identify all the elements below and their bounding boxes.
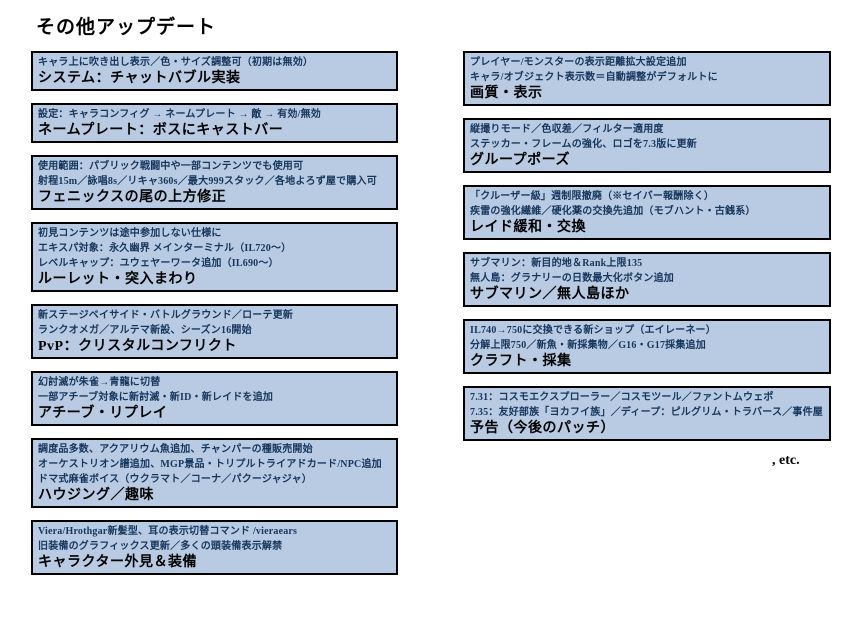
- update-box: 新ステージベイサイド・バトルグラウンド／ローテ更新ランクオメガ／アルテマ新設、シ…: [31, 304, 398, 359]
- update-detail-line: 初見コンテンツは途中参加しない仕様に: [38, 228, 222, 239]
- update-box: 初見コンテンツは途中参加しない仕様にエキスパ対象：永久幽界 メインターミナル（I…: [31, 222, 398, 292]
- update-detail-line: 旧装備のグラフィックス更新／多くの頭装備表示解禁: [38, 541, 283, 552]
- update-heading: ルーレット・突入まわり: [38, 272, 198, 287]
- update-detail-line: 分解上限750／新魚・新採集物／G16・G17採集追加: [470, 340, 706, 351]
- update-detail-line: 調度品多数、アクアリウム魚追加、チャンパーの種販売開始: [38, 444, 313, 455]
- updates-column-right: プレイヤー/モンスターの表示距離拡大設定追加キャラ/オブジェクト表示数＝自動調整…: [463, 51, 831, 453]
- update-detail-line: エキスパ対象：永久幽界 メインターミナル（IL720～）: [38, 243, 292, 254]
- update-heading: クラフト・採集: [470, 354, 572, 369]
- update-detail-line: 新ステージベイサイド・バトルグラウンド／ローテ更新: [38, 310, 294, 321]
- update-detail-line: 一部アチーブ対象に新討滅・新ID・新レイドを追加: [38, 392, 274, 403]
- update-detail-line: 疾雷の強化繊維／硬化薬の交換先追加（モブハント・古銭系）: [470, 206, 756, 217]
- update-detail-line: 7.31：コスモエクスプローラー／コスモツール／ファントムウェポ: [470, 392, 774, 403]
- update-box: キャラ上に吹き出し表示／色・サイズ調整可（初期は無効） システム：チャットバブル実…: [31, 51, 398, 91]
- update-heading: PvP：クリスタルコンフリクト: [38, 339, 237, 354]
- update-detail-line: 「クルーザー級」週制限撤廃（※セイバー報酬除く）: [470, 191, 715, 202]
- update-detail-line: 使用範囲：パブリック戦闘中や一部コンテンツでも使用可: [38, 161, 304, 172]
- update-box: サブマリン：新目的地＆Rank上限135 無人島：グラナリーの日数最大化ボタン追加…: [463, 252, 831, 307]
- update-detail-line: 射程15m／詠唱8s／リキャ360s／最大999スタック／各地よろず屋で購入可: [38, 176, 377, 187]
- update-detail-line: Viera/Hrothgar新髪型、耳の表示切替コマンド /vieraears: [38, 526, 298, 537]
- update-heading: ハウジング／趣味: [38, 488, 154, 503]
- update-box: Viera/Hrothgar新髪型、耳の表示切替コマンド /vieraears 旧…: [31, 520, 398, 575]
- update-heading: グループポーズ: [470, 153, 570, 168]
- update-detail-line: オーケストリオン譜追加、MGP景品・トリプルトライアドカード/NPC追加: [38, 459, 382, 470]
- update-detail-line: 幻討滅が朱雀→青龍に切替: [38, 377, 161, 388]
- update-detail-line: ランクオメガ／アルテマ新設、シーズン16開始: [38, 325, 252, 336]
- update-detail-line: 設定：キャラコンフィグ → ネームプレート → 敵 → 有効/無効: [38, 109, 321, 120]
- update-box: プレイヤー/モンスターの表示距離拡大設定追加キャラ/オブジェクト表示数＝自動調整…: [463, 51, 831, 106]
- update-detail-line: キャラ/オブジェクト表示数＝自動調整がデフォルトに: [470, 72, 718, 83]
- etc-label: , etc.: [772, 453, 800, 468]
- update-detail-line: ドマ式麻雀ボイス（ウクラマト／コーナ／パクージャジャ）: [38, 474, 312, 485]
- update-detail-line: 縦撮りモード／色収差／フィルター適用度: [470, 124, 664, 135]
- page-title: その他アップデート: [36, 17, 217, 38]
- update-box: 使用範囲：パブリック戦闘中や一部コンテンツでも使用可 射程15m／詠唱8s／リキ…: [31, 155, 398, 210]
- update-box: 7.31：コスモエクスプローラー／コスモツール／ファントムウェポ 7.35：友好部…: [463, 386, 831, 441]
- update-box: 調度品多数、アクアリウム魚追加、チャンパーの種販売開始オーケストリオン譜追加、M…: [31, 438, 398, 508]
- update-box: 縦撮りモード／色収差／フィルター適用度ステッカー・フレームの強化、ロゴを7.3版…: [463, 118, 831, 173]
- update-detail-line: 7.35：友好部族「ヨカフイ族」／ディープ：ピルグリム・トラバース／事件屋: [470, 407, 823, 418]
- updates-column-left: キャラ上に吹き出し表示／色・サイズ調整可（初期は無効） システム：チャットバブル実…: [31, 51, 398, 587]
- update-heading: 予告（今後のパッチ）: [470, 421, 615, 436]
- update-heading: サブマリン／無人島ほか: [470, 287, 630, 302]
- update-heading: レイド緩和・交換: [470, 220, 586, 235]
- update-box: 設定：キャラコンフィグ → ネームプレート → 敵 → 有効/無効ネームプレート…: [31, 103, 398, 143]
- update-detail-line: レベルキャップ：ユウェヤーワータ追加（IL690～）: [38, 258, 279, 269]
- update-detail-line: サブマリン：新目的地＆Rank上限135: [470, 258, 643, 269]
- update-heading: キャラクター外見＆装備: [38, 555, 197, 570]
- update-detail-line: IL740→750に交換できる新ショップ（エイレーネー）: [470, 325, 716, 336]
- update-box: IL740→750に交換できる新ショップ（エイレーネー） 分解上限750／新魚・新…: [463, 319, 831, 374]
- update-heading: 画質・表示: [470, 86, 543, 101]
- update-detail-line: キャラ上に吹き出し表示／色・サイズ調整可（初期は無効）: [38, 57, 314, 68]
- update-box: 「クルーザー級」週制限撤廃（※セイバー報酬除く） 疾雷の強化繊維／硬化薬の交換先追…: [463, 185, 831, 240]
- update-heading: フェニックスの尾の上方修正: [38, 190, 227, 205]
- update-heading: システム：チャットバブル実装: [38, 71, 241, 86]
- update-heading: アチーブ・リプレイ: [38, 406, 168, 421]
- update-heading: ネームプレート：ボスにキャストバー: [38, 123, 284, 138]
- update-detail-line: 無人島：グラナリーの日数最大化ボタン追加: [470, 273, 674, 284]
- update-detail-line: ステッカー・フレームの強化、ロゴを7.3版に更新: [470, 139, 697, 150]
- update-detail-line: プレイヤー/モンスターの表示距離拡大設定追加: [470, 57, 687, 68]
- update-box: 幻討滅が朱雀→青龍に切替一部アチーブ対象に新討滅・新ID・新レイドを追加アチーブ…: [31, 371, 398, 426]
